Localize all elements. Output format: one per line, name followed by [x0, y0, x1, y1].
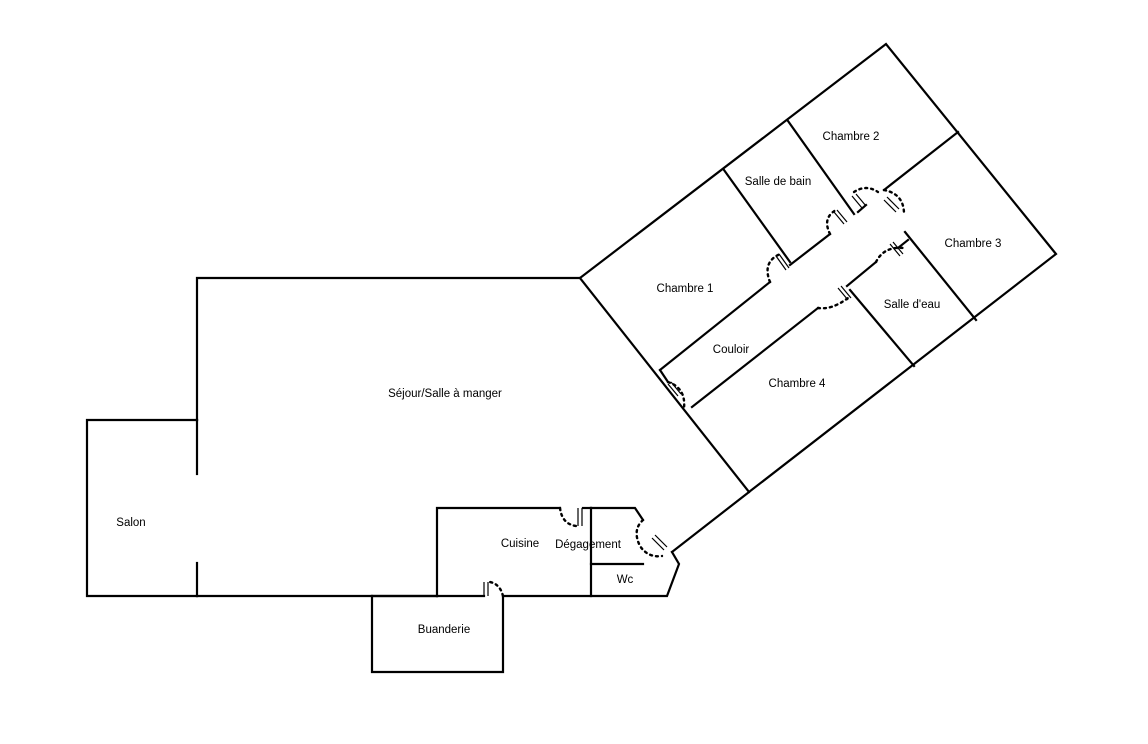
label-buanderie: Buanderie: [418, 624, 470, 636]
partition-walls: [658, 119, 978, 409]
label-sejour: Séjour/Salle à manger: [388, 388, 502, 400]
sejour-room: [195, 276, 751, 598]
label-cuisine: Cuisine: [501, 538, 539, 550]
buanderie-room: [370, 594, 505, 674]
door-chambre3[interactable]: [882, 188, 906, 216]
label-salle-de-bain: Salle de bain: [745, 176, 812, 188]
label-chambre3: Chambre 3: [945, 238, 1002, 250]
bedroom-wing: [578, 42, 1058, 554]
room-labels: Séjour/Salle à manger Salon Cuisine Déga…: [116, 131, 1001, 636]
door-couloir[interactable]: [666, 380, 686, 410]
door-chambre2[interactable]: [851, 186, 880, 209]
label-degagement: Dégagement: [555, 539, 622, 551]
door-salle-de-bain[interactable]: [825, 208, 848, 236]
door-salle-eau[interactable]: [874, 241, 906, 264]
label-salle-eau: Salle d'eau: [884, 299, 941, 311]
door-chambre1[interactable]: [766, 252, 790, 284]
cuisine-room: [435, 506, 593, 598]
door-buanderie[interactable]: [483, 580, 505, 598]
door-chambre4[interactable]: [816, 285, 852, 310]
degagement-room: [589, 506, 681, 598]
label-chambre4: Chambre 4: [769, 378, 826, 390]
salon-room: [85, 418, 199, 598]
doors: [483, 186, 906, 598]
label-salon: Salon: [116, 517, 145, 529]
label-chambre2: Chambre 2: [823, 131, 880, 143]
door-cuisine[interactable]: [558, 506, 583, 528]
label-couloir: Couloir: [713, 344, 750, 356]
door-degagement[interactable]: [635, 518, 668, 558]
label-wc: Wc: [617, 574, 634, 586]
label-chambre1: Chambre 1: [657, 283, 714, 295]
